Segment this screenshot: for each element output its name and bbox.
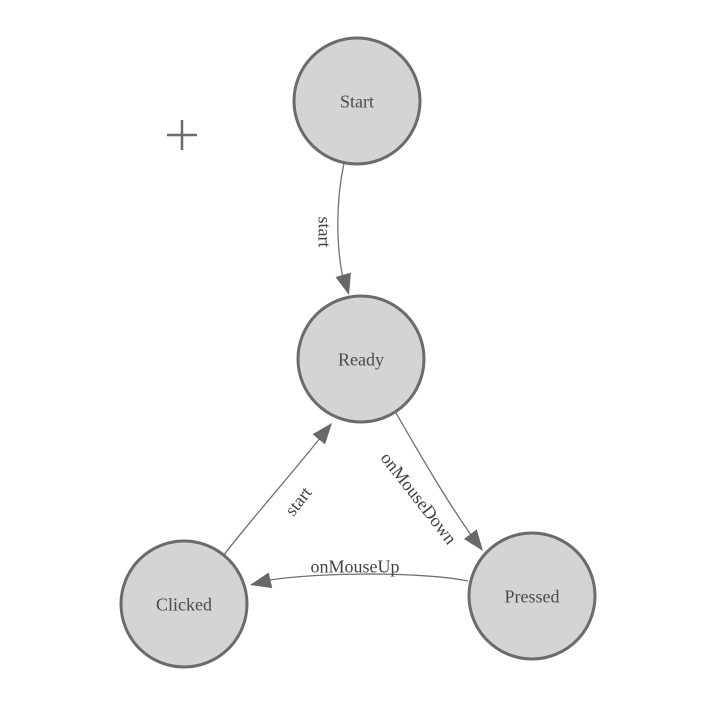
node-label-start: Start	[340, 91, 374, 111]
edge-path-pressed-to-clicked[interactable]	[253, 573, 469, 584]
edge-path-ready-to-pressed[interactable]	[395, 412, 480, 547]
edge-label-clicked-to-ready: start	[281, 483, 316, 520]
arrowhead-icon-pressed-to-clicked	[250, 572, 273, 589]
edge-path-clicked-to-ready[interactable]	[222, 427, 329, 557]
edge-ready-to-pressed: onMouseDown	[377, 412, 483, 551]
edge-start-to-ready: start	[315, 162, 351, 295]
node-label-clicked: Clicked	[156, 594, 212, 614]
node-label-pressed: Pressed	[505, 586, 560, 606]
arrowhead-icon-start-to-ready	[335, 272, 351, 295]
node-pressed: Pressed	[467, 531, 597, 661]
node-start: Start	[292, 36, 422, 166]
edge-path-start-to-ready[interactable]	[337, 162, 347, 291]
arrowhead-icon-ready-to-pressed	[463, 529, 483, 551]
state-node-start[interactable]	[292, 36, 422, 166]
state-node-pressed[interactable]	[467, 531, 597, 661]
node-clicked: Clicked	[119, 539, 249, 669]
crosshair-icon	[167, 120, 197, 150]
edge-label-start-to-ready: start	[315, 217, 335, 248]
node-label-ready: Ready	[338, 349, 384, 369]
edge-pressed-to-clicked: onMouseUp	[250, 556, 469, 589]
arrowhead-icon-clicked-to-ready	[312, 423, 332, 445]
edge-clicked-to-ready: start	[222, 423, 332, 557]
edge-label-ready-to-pressed: onMouseDown	[377, 448, 461, 548]
state-node-ready[interactable]	[296, 294, 426, 424]
edge-label-pressed-to-clicked: onMouseUp	[311, 556, 400, 576]
node-ready: Ready	[296, 294, 426, 424]
state-node-clicked[interactable]	[119, 539, 249, 669]
